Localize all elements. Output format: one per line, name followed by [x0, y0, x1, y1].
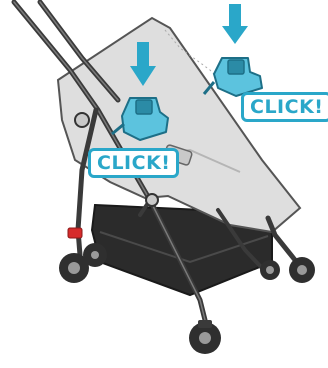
down-arrow-icon [222, 4, 248, 44]
front-left-wheel [189, 320, 221, 354]
front-right-wheel [289, 257, 315, 283]
brake-pedal [68, 228, 82, 238]
front-mid-wheel [260, 260, 280, 280]
click-label-left: CLICK! [88, 148, 179, 178]
click-label-right: CLICK! [241, 92, 328, 122]
rear-right-wheel [83, 243, 107, 267]
